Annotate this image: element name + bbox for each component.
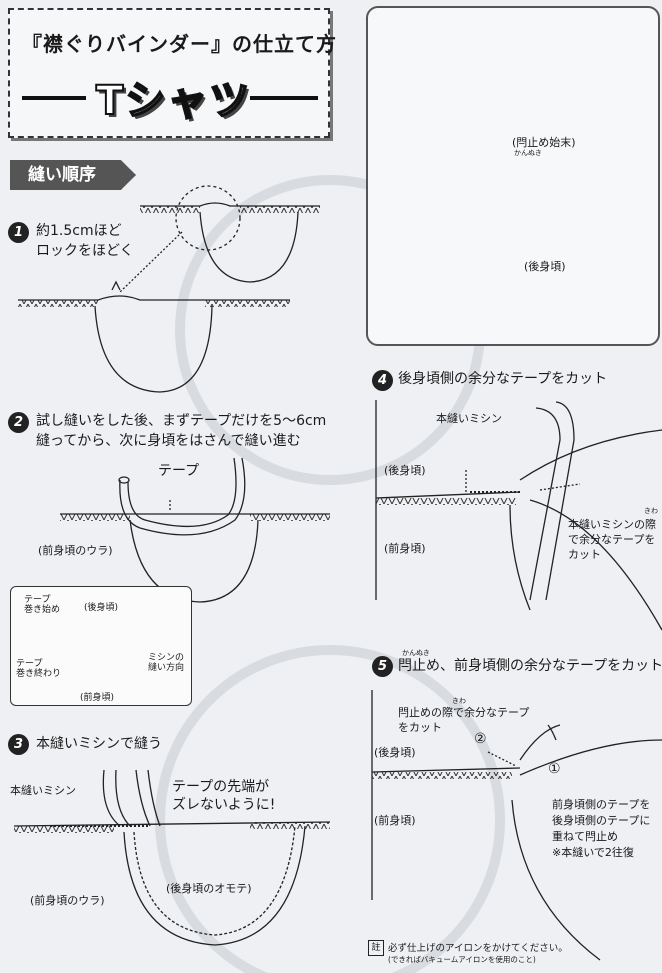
footer-note-line2: (できればバキュームアイロンを使用のこと): [388, 955, 536, 964]
inset-dir-line2: 縫い方向: [148, 663, 185, 673]
step5-circle2: ②: [474, 731, 487, 747]
step4-machine-label: 本縫いミシン: [436, 412, 502, 425]
footer-note-line1: 必ず仕上げのアイロンをかけてください。: [388, 943, 568, 954]
step5-note-line3: 重ねて閂止め: [552, 830, 618, 843]
step5-ruby: かんぬき: [402, 649, 430, 657]
step4-badge: 4: [372, 370, 393, 391]
step5-back-label: (後身頃): [374, 746, 416, 759]
step4-cut-line2: で余分なテープを: [568, 533, 656, 546]
step1-badge: 1: [8, 222, 29, 243]
step2-illustration: [60, 457, 330, 603]
step3-illustration: [13, 769, 331, 946]
step4-cut-line1: 本縫いミシンの際: [568, 518, 656, 531]
step4-back-label: (後身頃): [384, 464, 426, 477]
inset-end-line2: 巻き終わり: [16, 669, 62, 679]
step4-cut-ruby: きわ: [644, 507, 658, 515]
step2-text-line1: 試し縫いをした後、まずテープだけを5～6cm: [36, 413, 327, 429]
step1-text-line1: 約1.5cmほど: [36, 223, 122, 239]
inset-start-line2: 巻き始め: [24, 605, 61, 615]
step4-front-label: (前身頃): [384, 542, 426, 555]
title-box: [8, 8, 330, 138]
step3-machine-label: 本縫いミシン: [10, 784, 76, 797]
inset-start-line1: テープ: [24, 595, 51, 605]
step5-front-label: (前身頃): [374, 814, 416, 827]
section-tab: 縫い順序: [10, 160, 136, 190]
title-main: Tシャツ: [95, 77, 252, 125]
title-subtitle: 『襟ぐりバインダー』の仕立て方: [22, 32, 337, 56]
step1-text-line2: ロックをほどく: [36, 243, 134, 259]
step3-front-back-label: (前身頃のウラ): [30, 894, 105, 907]
step3-caution-line1: テープの先端が: [172, 779, 270, 795]
step2-text-line2: 縫ってから、次に身頃をはさんで縫い進む: [36, 433, 301, 449]
step5-note-line4: ※本縫いで2往復: [552, 846, 634, 859]
step5-note-line2: 後身頃側のテープに: [552, 814, 651, 827]
step2-tape-label: テープ: [158, 463, 200, 479]
step3-badge: 3: [8, 734, 29, 755]
tshirt-back-label: (後身頃): [524, 260, 566, 273]
inset-box: [10, 586, 192, 706]
step3-back-front-label: (後身頃のオモテ): [166, 882, 252, 895]
step2-badge: 2: [8, 412, 29, 433]
inset-front-label: (前身頃): [80, 693, 115, 703]
step5-illustration: [371, 690, 662, 961]
step5-cut-line2: をカット: [398, 721, 442, 734]
title-rule-left: [22, 96, 86, 100]
step5-cut-line1: 閂止めの際で余分なテープ: [398, 706, 530, 719]
step5-note-line1: 前身頃側のテープを: [552, 798, 651, 811]
title-rule-right: [250, 96, 318, 100]
step3-text: 本縫いミシンで縫う: [36, 736, 162, 752]
footer-note-mark: 註: [368, 940, 384, 956]
step5-circle1: ①: [548, 761, 561, 777]
step5-badge: 5: [372, 656, 393, 677]
step4-text: 後身頃側の余分なテープをカット: [398, 371, 608, 387]
tshirt-bartack-ruby: かんぬき: [514, 149, 542, 157]
step4-cut-line3: カット: [568, 548, 601, 561]
step3-caution-line2: ズレないように!: [172, 797, 276, 813]
step5-edge-ruby: きわ: [452, 697, 466, 705]
inset-back-label: (後身頃): [84, 603, 119, 613]
tshirt-bartack-label: (閂止め始末): [512, 136, 576, 149]
step5-text: 閂止め、前身頃側の余分なテープをカット: [398, 658, 662, 674]
inset-end-line1: テープ: [16, 659, 43, 669]
inset-dir-line1: ミシンの: [148, 653, 185, 663]
step2-front-back-label: (前身頃のウラ): [38, 544, 113, 557]
tshirt-box: [366, 6, 660, 346]
step1-illustration: [18, 185, 320, 393]
step4-illustration: [375, 400, 662, 631]
